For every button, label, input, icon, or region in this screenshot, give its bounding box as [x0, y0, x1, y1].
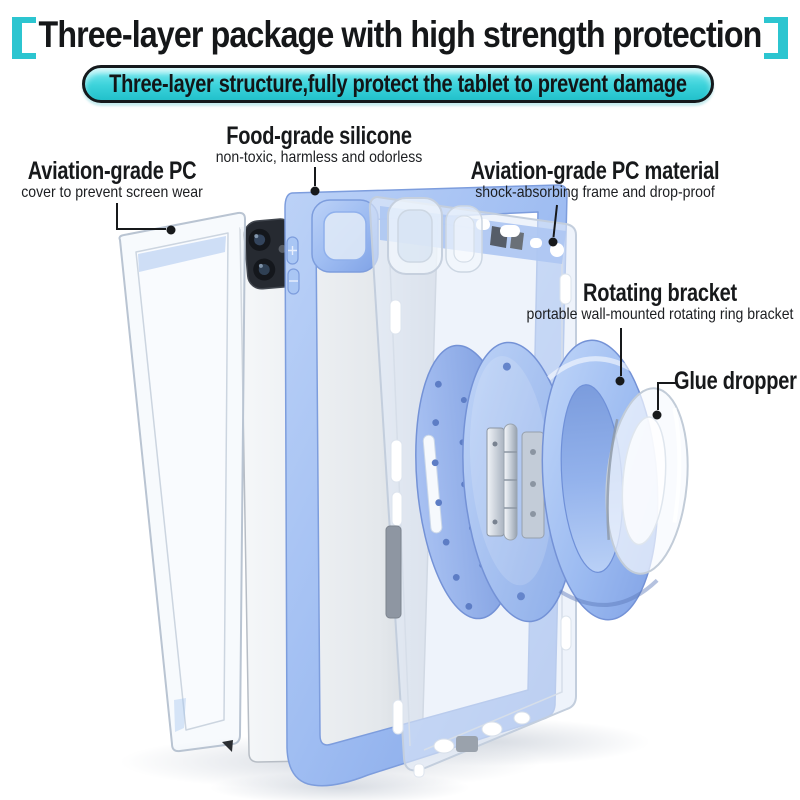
- callout-frame: Aviation-grade PC material shock-absorbi…: [440, 158, 751, 201]
- front-cover-layer: [118, 211, 246, 753]
- subtitle-banner-text: Three-layer structure,fully protect the …: [109, 69, 687, 98]
- callout-frame-title: Aviation-grade PC material: [470, 157, 720, 185]
- callout-glue-title: Glue dropper: [674, 367, 797, 395]
- callout-line-front-cover: [116, 203, 166, 230]
- kickstand-hinge: [486, 423, 545, 541]
- callout-bracket-title: Rotating bracket: [583, 279, 737, 307]
- case-port-cutouts: [413, 711, 531, 778]
- callout-front-cover-title: Aviation-grade PC: [27, 157, 197, 185]
- callout-front-cover: Aviation-grade PC cover to prevent scree…: [7, 158, 218, 201]
- callout-dot-silicone: [310, 186, 320, 196]
- callout-line-glue: [657, 382, 676, 410]
- title-bracket-close-icon: [764, 17, 788, 59]
- title-bracket-open-icon: [12, 17, 36, 59]
- kickstand-slot: [385, 525, 402, 619]
- callout-silicone: Food-grade silicone non-toxic, harmless …: [202, 123, 437, 166]
- callout-silicone-title: Food-grade silicone: [226, 122, 412, 150]
- callout-dot-bracket: [615, 376, 625, 386]
- callout-dot-front-cover: [166, 225, 176, 235]
- silicone-volume-buttons: [286, 236, 300, 295]
- callout-dot-frame: [548, 237, 558, 247]
- subtitle-banner: Three-layer structure,fully protect the …: [82, 65, 714, 103]
- tablet-camera-module: [243, 218, 299, 290]
- callout-lines: [116, 167, 676, 410]
- callout-silicone-subtitle: non-toxic, harmless and odorless: [215, 149, 423, 166]
- page-title: Three-layer package with high strength p…: [38, 14, 763, 55]
- callout-front-cover-subtitle: cover to prevent screen wear: [21, 184, 203, 201]
- callout-glue: Glue dropper: [674, 368, 800, 394]
- callout-line-frame: [552, 204, 558, 238]
- silicone-camera-cutout: [311, 199, 379, 273]
- callout-dot-glue: [652, 410, 662, 420]
- callout-bracket-subtitle: portable wall-mounted rotating ring brac…: [526, 306, 794, 323]
- callout-bracket: Rotating bracket portable wall-mounted r…: [508, 280, 800, 323]
- case-camera-cutout: [387, 197, 483, 275]
- callout-frame-subtitle: shock-absorbing frame and drop-proof: [475, 184, 715, 201]
- adhesive-ring: [605, 387, 689, 575]
- headline: Three-layer package with high strength p…: [0, 14, 800, 62]
- callout-dots: [166, 186, 662, 420]
